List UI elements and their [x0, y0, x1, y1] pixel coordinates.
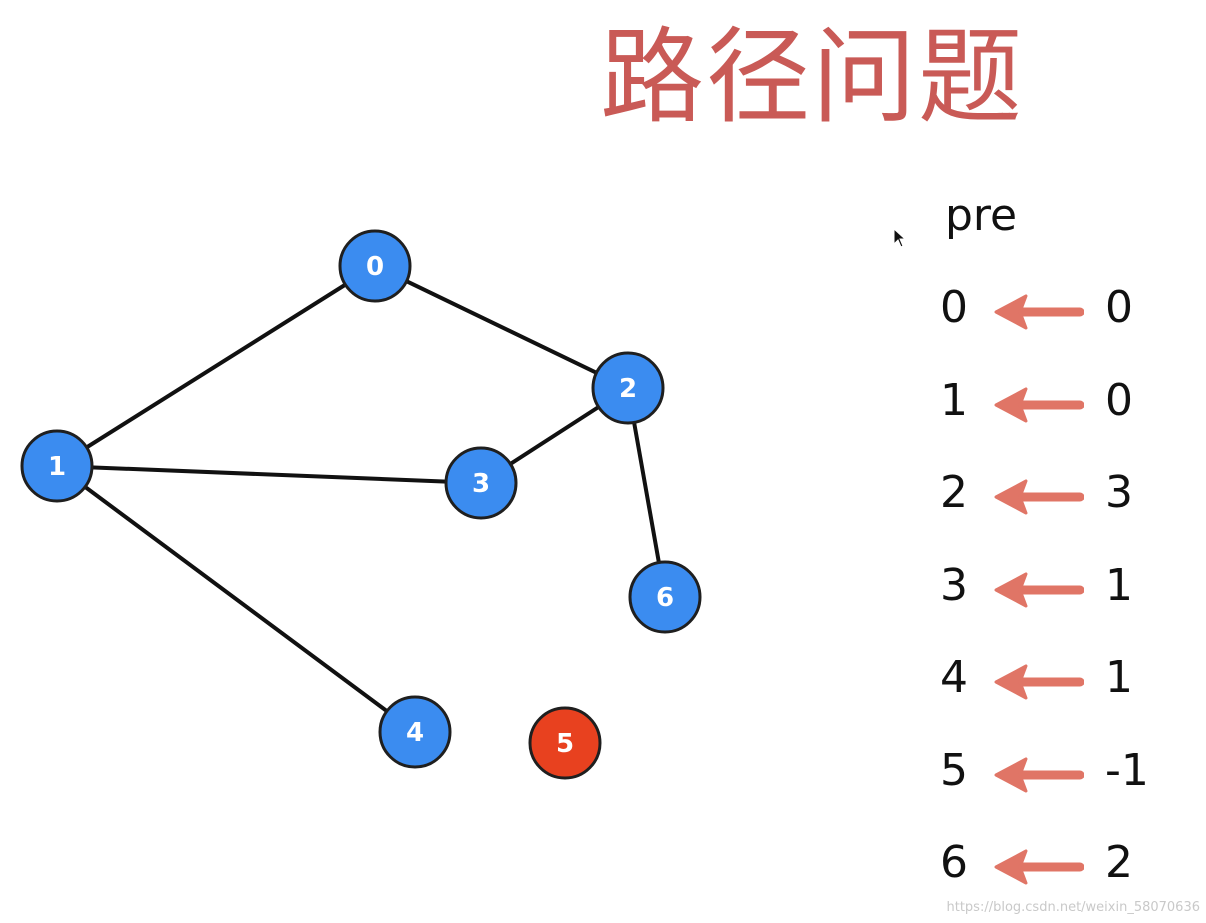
- node-circle: [528, 706, 602, 780]
- pre-row-parent: 0: [1105, 282, 1133, 333]
- node-label: 4: [406, 718, 424, 748]
- pre-row-node: 0: [940, 282, 968, 333]
- pre-row-node: 2: [940, 467, 968, 518]
- left-arrow-icon: [994, 479, 1084, 515]
- node-circle: [20, 429, 94, 503]
- pre-row-parent: 0: [1105, 374, 1133, 426]
- edge-0-1: [55, 264, 377, 468]
- node-label: 2: [619, 374, 637, 404]
- pre-row-node: 3: [940, 559, 968, 611]
- graph-node-5: 5: [528, 706, 602, 780]
- page-title: 路径问题: [600, 16, 1025, 138]
- pre-row-node: 4: [940, 652, 968, 703]
- mouse-cursor-icon: [893, 228, 907, 248]
- graph-node-4: 4: [378, 695, 452, 769]
- graph-node-0: 0: [338, 229, 412, 303]
- graph-node-2: 2: [591, 351, 665, 425]
- edge-1-4: [55, 464, 417, 734]
- graph-node-1: 1: [20, 429, 94, 503]
- edge-0-2: [373, 264, 630, 390]
- node-circle: [378, 695, 452, 769]
- watermark: https://blog.csdn.net/weixin_58070636: [946, 900, 1200, 915]
- pre-label: pre: [945, 190, 1018, 241]
- nodes-layer: 0 1 2 3 4 5 6: [20, 229, 702, 780]
- left-arrow-icon: [994, 294, 1084, 330]
- node-label: 5: [556, 729, 574, 759]
- pre-row-parent: -1: [1105, 744, 1149, 796]
- pre-row-parent: 2: [1105, 837, 1133, 888]
- left-arrow-icon: [994, 664, 1084, 700]
- edge-1-3: [55, 464, 483, 485]
- pre-row-node: 1: [940, 374, 968, 426]
- left-arrow-icon: [994, 757, 1084, 792]
- graph-node-6: 6: [628, 560, 702, 634]
- node-label: 6: [656, 583, 674, 613]
- left-arrow-icon: [994, 849, 1084, 885]
- edges-layer: [55, 264, 667, 734]
- left-arrow-icon: [994, 572, 1084, 607]
- node-label: 0: [366, 252, 384, 282]
- pre-row-parent: 1: [1105, 559, 1133, 611]
- node-circle: [591, 351, 665, 425]
- pre-row-parent: 1: [1105, 652, 1133, 703]
- left-arrow-icon: [994, 387, 1084, 422]
- graph-diagram: 0 1 2 3 4 5 6: [20, 229, 702, 780]
- pre-row-parent: 3: [1105, 467, 1133, 518]
- node-circle: [628, 560, 702, 634]
- node-label: 3: [472, 469, 490, 499]
- pre-row-5: 5 -1: [940, 745, 1190, 805]
- node-circle: [444, 446, 518, 520]
- node-circle: [338, 229, 412, 303]
- graph-node-3: 3: [444, 446, 518, 520]
- node-label: 1: [48, 452, 66, 482]
- pre-row-node: 6: [940, 837, 968, 888]
- pre-row-node: 5: [940, 744, 968, 796]
